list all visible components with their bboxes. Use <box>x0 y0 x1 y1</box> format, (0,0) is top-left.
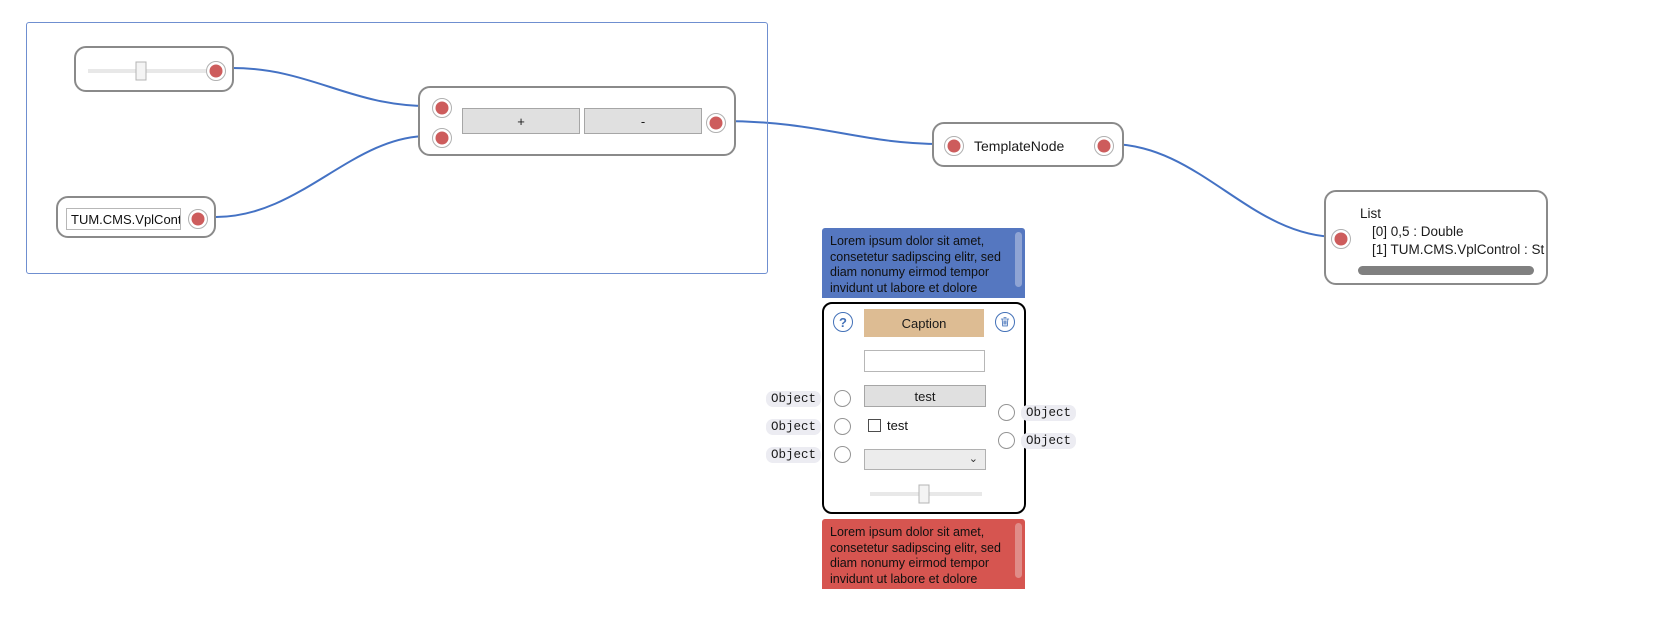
operator-node-input-port-2[interactable] <box>432 128 452 148</box>
node-group-frame[interactable] <box>26 22 768 274</box>
minus-button[interactable]: - <box>584 108 702 134</box>
dialog-right-port-label-1: Object <box>1021 405 1077 421</box>
dialog-slider-thumb[interactable] <box>918 484 930 504</box>
dialog-left-port-2[interactable] <box>834 418 851 435</box>
control-node-dialog[interactable]: ? Caption test test ⌄ <box>822 302 1026 514</box>
list-node-title: List <box>1360 206 1382 221</box>
dialog-test-button[interactable]: test <box>864 385 986 407</box>
template-node[interactable]: TemplateNode <box>932 122 1124 167</box>
slider-track <box>88 69 206 73</box>
help-glyph: ? <box>839 314 847 330</box>
dialog-test-checkbox[interactable]: test <box>868 418 908 433</box>
dialog-left-port-label-2: Object <box>766 419 822 435</box>
dialog-left-port-label-1: Object <box>766 391 822 407</box>
dialog-combobox[interactable]: ⌄ <box>864 449 986 470</box>
dialog-textbox[interactable] <box>864 350 985 372</box>
operator-node[interactable]: + - <box>418 86 736 156</box>
checkbox-label: test <box>887 418 908 433</box>
error-tooltip-scrollbar[interactable] <box>1015 523 1022 578</box>
dialog-right-port-label-2: Object <box>1021 433 1077 449</box>
text-node[interactable]: TUM.CMS.VplControl <box>56 196 216 238</box>
info-tooltip: Lorem ipsum dolor sit amet, consetetur s… <box>822 228 1025 298</box>
slider-thumb[interactable] <box>135 61 147 81</box>
text-node-output-port[interactable] <box>188 209 208 229</box>
list-item: [1] TUM.CMS.VplControl : Strir <box>1372 242 1545 257</box>
checkbox-box[interactable] <box>868 419 881 432</box>
list-item: [0] 0,5 : Double <box>1372 224 1464 239</box>
chevron-down-icon: ⌄ <box>968 453 978 465</box>
error-tooltip: Lorem ipsum dolor sit amet, consetetur s… <box>822 519 1025 589</box>
slider-node-slider[interactable] <box>88 60 206 82</box>
plus-button[interactable]: + <box>462 108 580 134</box>
slider-node[interactable] <box>74 46 234 92</box>
template-node-title: TemplateNode <box>974 138 1065 154</box>
list-node-content: List [0] 0,5 : Double [1] TUM.CMS.VplCon… <box>1360 205 1545 263</box>
error-tooltip-text: Lorem ipsum dolor sit amet, consetetur s… <box>830 525 1001 589</box>
operator-node-output-port[interactable] <box>706 113 726 133</box>
dialog-left-port-3[interactable] <box>834 446 851 463</box>
info-tooltip-text: Lorem ipsum dolor sit amet, consetetur s… <box>830 234 1001 298</box>
template-node-input-port[interactable] <box>944 136 964 156</box>
list-node-input-port[interactable] <box>1331 229 1351 249</box>
dialog-left-port-label-3: Object <box>766 447 822 463</box>
dialog-caption: Caption <box>864 309 984 337</box>
help-icon[interactable]: ? <box>833 312 853 332</box>
template-node-output-port[interactable] <box>1094 136 1114 156</box>
info-tooltip-scrollbar[interactable] <box>1015 232 1022 287</box>
dialog-right-port-2[interactable] <box>998 432 1015 449</box>
trash-glyph <box>1000 317 1010 327</box>
slider-node-output-port[interactable] <box>206 61 226 81</box>
list-node[interactable]: List [0] 0,5 : Double [1] TUM.CMS.VplCon… <box>1324 190 1548 285</box>
dialog-slider[interactable] <box>870 484 982 504</box>
list-node-horizontal-scrollbar[interactable] <box>1358 266 1534 275</box>
dialog-left-port-1[interactable] <box>834 390 851 407</box>
dialog-right-port-1[interactable] <box>998 404 1015 421</box>
operator-node-input-port-1[interactable] <box>432 98 452 118</box>
text-node-input[interactable]: TUM.CMS.VplControl <box>66 208 181 230</box>
delete-icon[interactable] <box>995 312 1015 332</box>
